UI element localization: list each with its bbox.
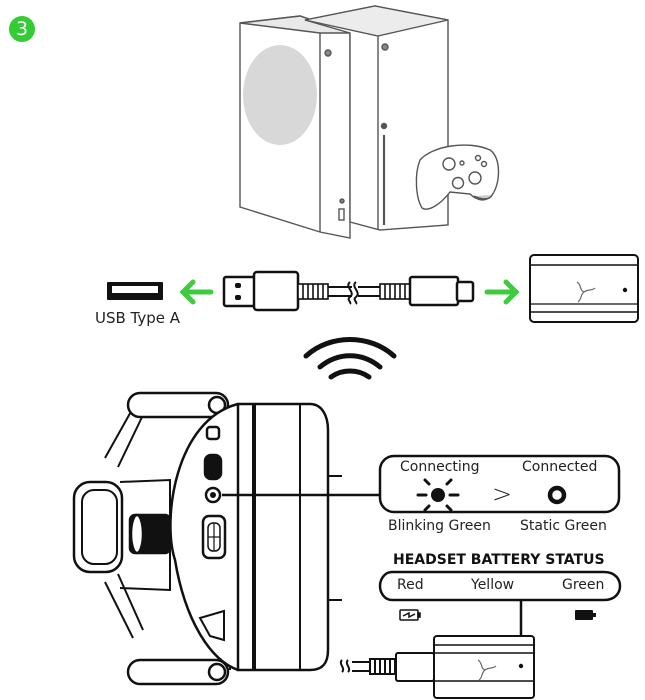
blinking-green-caption: Blinking Green <box>388 518 491 534</box>
arrow-right-icon <box>484 279 520 305</box>
battery-level-green: Green <box>562 577 605 593</box>
arrow-left-icon <box>179 279 214 305</box>
battery-status-title: HEADSET BATTERY STATUS <box>393 552 605 568</box>
controller-illustration <box>415 144 500 210</box>
usb-a-plug-icon <box>222 270 300 312</box>
battery-status-panel <box>378 570 622 602</box>
connected-label: Connected <box>522 459 598 475</box>
static-led-icon <box>547 485 567 505</box>
battery-level-yellow: Yellow <box>471 577 515 593</box>
usb-dongle-bottom-illustration <box>433 635 535 699</box>
battery-full-icon <box>575 610 596 620</box>
usb-type-a-label: USB Type A <box>95 309 181 327</box>
status-separator: > <box>492 480 513 508</box>
step-number-badge: 3 <box>9 16 35 42</box>
usb-dongle-illustration <box>529 254 639 323</box>
static-green-caption: Static Green <box>520 518 607 534</box>
battery-charging-icon <box>399 609 421 621</box>
connecting-label: Connecting <box>400 459 480 475</box>
usb-cable <box>297 281 411 305</box>
wireless-signal-icon <box>303 337 397 380</box>
usb-c-plug-icon <box>408 275 475 307</box>
headset-illustration <box>72 391 342 686</box>
console-tower-illustration <box>304 5 449 231</box>
usb-cable-bottom <box>339 652 435 682</box>
blinking-led-icon <box>416 478 460 512</box>
console-small-illustration <box>239 15 351 239</box>
battery-level-red: Red <box>397 577 424 593</box>
